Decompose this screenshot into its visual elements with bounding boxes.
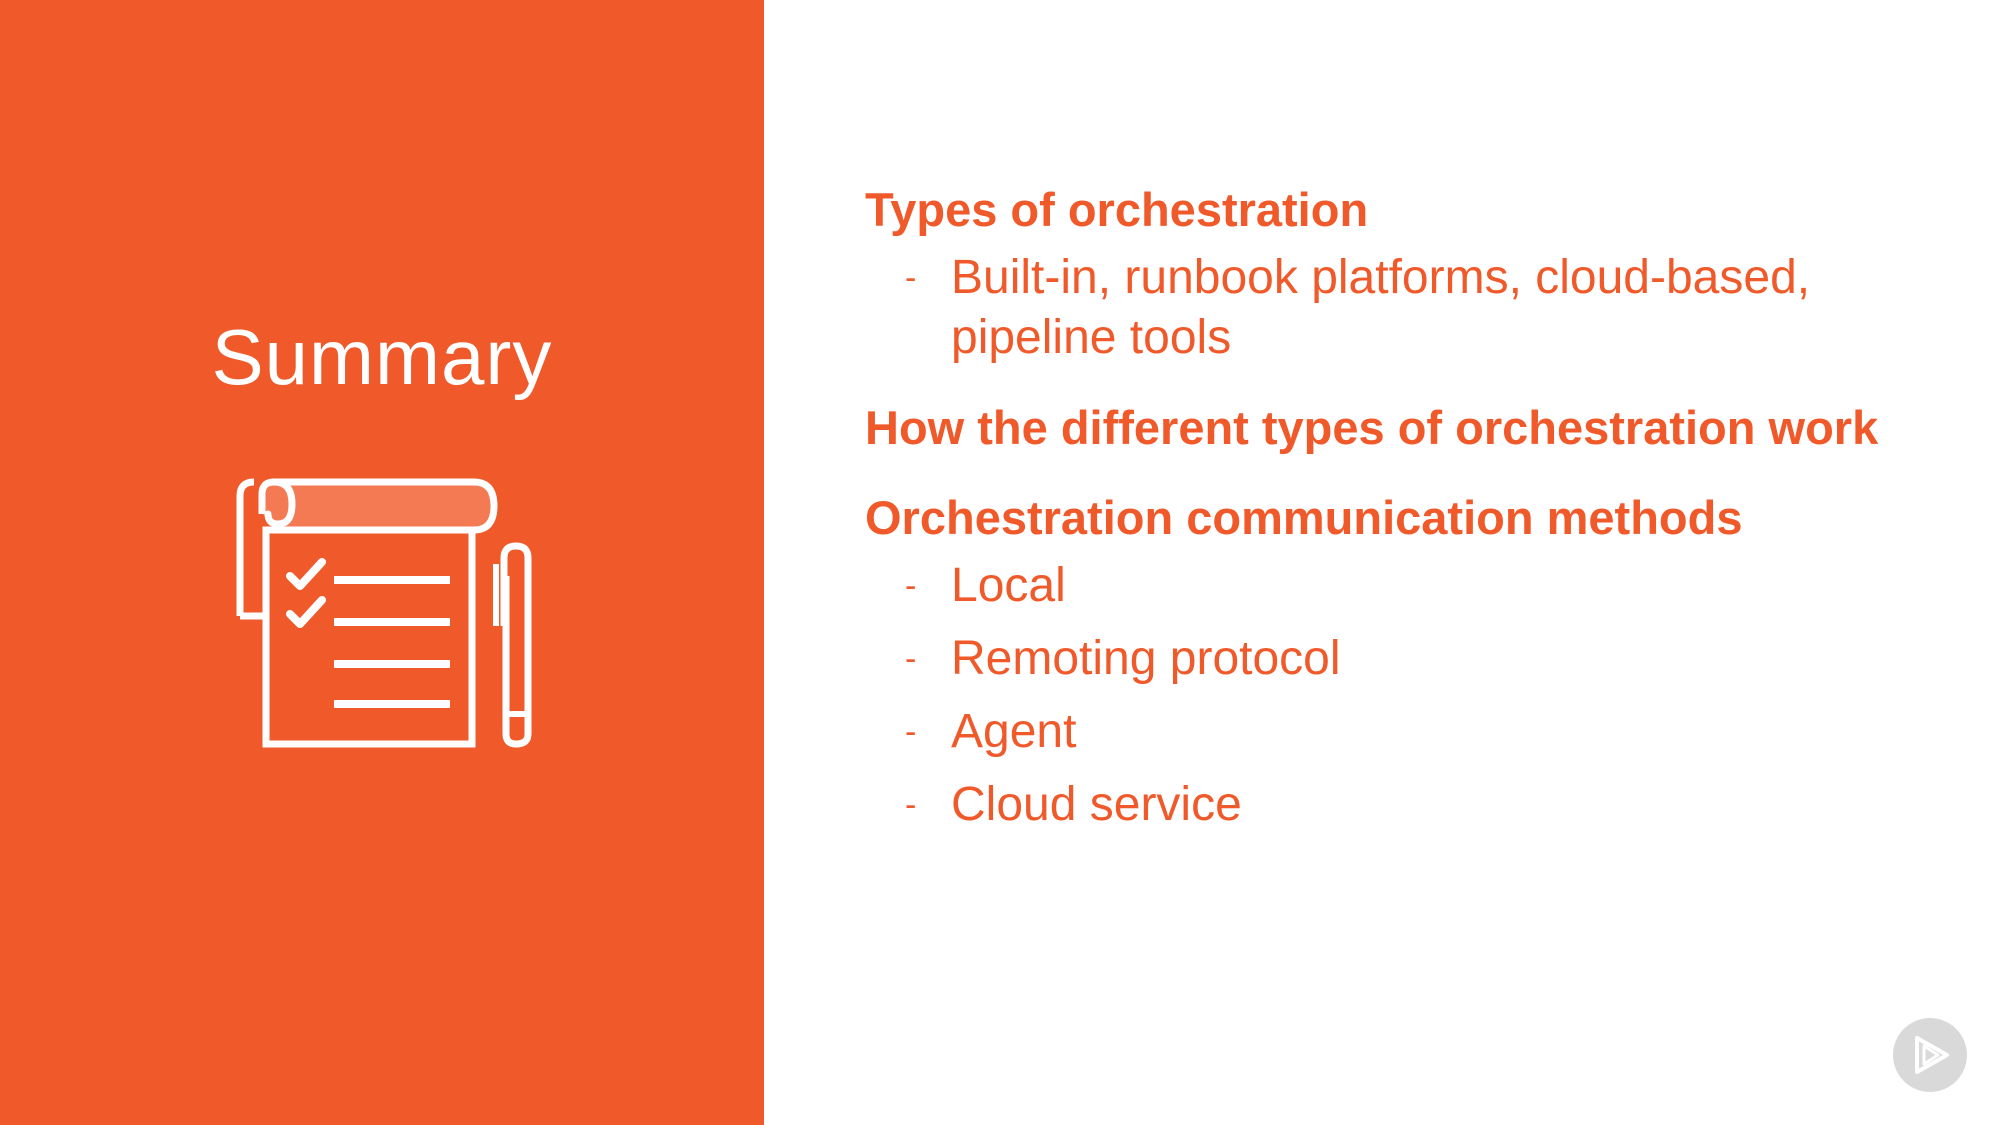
section-communication-methods: Orchestration communication methods - Lo… [865,488,1945,835]
bullet-text: Remoting protocol [951,632,1341,685]
section-heading: How the different types of orchestration… [865,401,1879,454]
bullet-list: - Built-in, runbook platforms, cloud-bas… [865,248,1945,368]
list-item: - Local [865,556,1945,616]
bullet-dash: - [905,640,917,678]
bullet-list: - Local - Remoting protocol - Agent - Cl… [865,556,1945,835]
list-item: - Built-in, runbook platforms, cloud-bas… [865,248,1945,368]
bullet-text: Built-in, runbook platforms, cloud-based… [951,251,1811,364]
section-heading: Types of orchestration [865,183,1369,236]
bullet-dash: - [905,786,917,824]
summary-content: Types of orchestration - Built-in, runbo… [865,180,1945,865]
section-types: Types of orchestration - Built-in, runbo… [865,180,1945,368]
section-heading: Orchestration communication methods [865,491,1743,544]
list-item: - Agent [865,702,1945,762]
checklist-notepad-with-pen-icon [236,478,532,748]
bullet-text: Cloud service [951,778,1242,831]
bullet-dash: - [905,567,917,605]
play-logo-icon [1893,1018,1967,1092]
slide-title: Summary [211,313,553,401]
left-panel: Summary [0,0,764,1125]
bullet-text: Local [951,559,1066,612]
bullet-dash: - [905,713,917,751]
section-how-it-works: How the different types of orchestration… [865,398,1945,458]
list-item: - Remoting protocol [865,629,1945,689]
bullet-dash: - [905,259,917,297]
bullet-text: Agent [951,705,1077,758]
list-item: - Cloud service [865,775,1945,835]
